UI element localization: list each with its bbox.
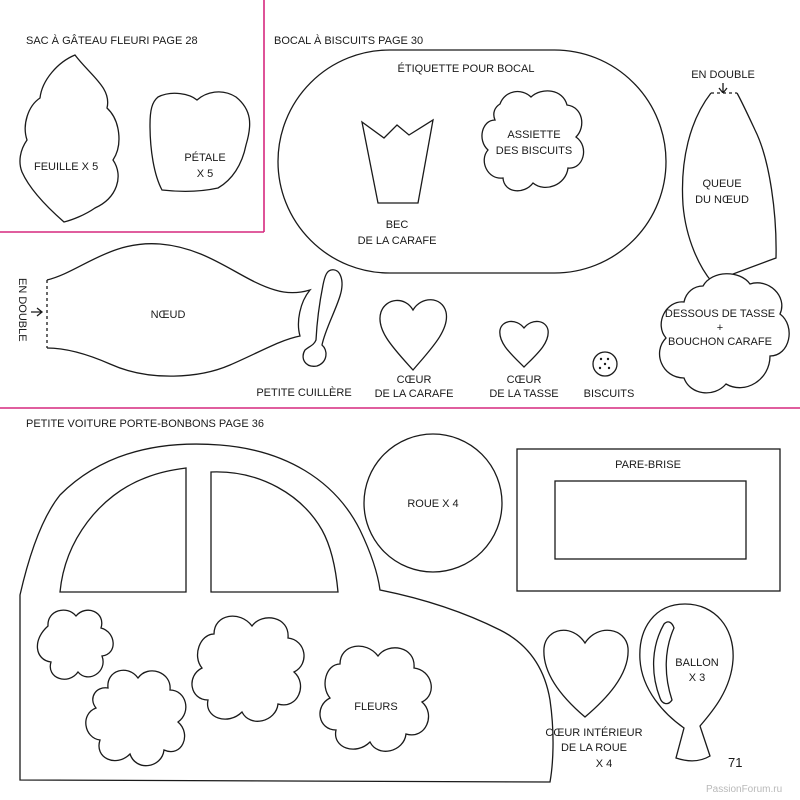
saucer-label-line-3: BOUCHON CARAFE bbox=[668, 336, 772, 348]
wheel-shape bbox=[363, 433, 503, 573]
flower-4-shape bbox=[319, 645, 432, 752]
bow-tail-double-label: EN DOUBLE bbox=[691, 69, 755, 81]
page-number: 71 bbox=[728, 755, 742, 770]
carafe-spout-shape bbox=[361, 118, 434, 204]
carafe-heart-shape bbox=[379, 299, 448, 371]
balloon-shape bbox=[639, 603, 734, 762]
petal-label-line-1: PÉTALE bbox=[184, 151, 225, 164]
biscuits-icon bbox=[592, 351, 618, 377]
section-title-jar: BOCAL À BISCUITS PAGE 30 bbox=[274, 34, 423, 47]
carafe-spout-label-line-2: DE LA CARAFE bbox=[358, 235, 437, 247]
biscuits-label: BISCUITS bbox=[584, 388, 635, 400]
jar-label-text: ÉTIQUETTE POUR BOCAL bbox=[398, 62, 535, 75]
spoon-shape bbox=[302, 269, 343, 367]
jar-label-shape bbox=[277, 49, 667, 274]
section-title-car: PETITE VOITURE PORTE-BONBONS PAGE 36 bbox=[26, 418, 264, 430]
windshield-inner-shape bbox=[554, 480, 747, 560]
flower-3-shape bbox=[191, 615, 305, 722]
saucer-label-line-2: + bbox=[717, 322, 723, 334]
section-title-cake-bag: SAC À GÂTEAU FLEURI PAGE 28 bbox=[26, 34, 198, 47]
windshield-label: PARE-BRISE bbox=[615, 459, 681, 471]
saucer-label-line-1: DESSOUS DE TASSE bbox=[665, 308, 775, 320]
spoon-label: PETITE CUILLÈRE bbox=[256, 386, 351, 399]
flower-2-shape bbox=[85, 669, 187, 767]
balloon-label-line-2: X 3 bbox=[689, 672, 706, 684]
carafe-spout-label-line-1: BEC bbox=[386, 219, 409, 231]
flower-1-shape bbox=[36, 609, 114, 680]
biscuit-plate-shape bbox=[481, 90, 585, 192]
double-arrow-icon bbox=[718, 83, 728, 95]
bow-double-label: EN DOUBLE bbox=[16, 278, 28, 342]
wheel-heart-label-line-1: CŒUR INTÉRIEUR bbox=[545, 726, 642, 739]
petal-label-line-2: X 5 bbox=[197, 168, 214, 180]
bow-tail-label-line-2: DU NŒUD bbox=[695, 194, 749, 206]
petal-shape bbox=[149, 91, 251, 192]
bow-tail-shape bbox=[681, 92, 777, 283]
wheel-label: ROUE X 4 bbox=[407, 498, 458, 510]
flowers-label: FLEURS bbox=[354, 701, 397, 713]
carafe-heart-label-line-1: CŒUR bbox=[397, 374, 432, 386]
balloon-highlight-shape bbox=[652, 621, 675, 705]
bow-tail-label-line-1: QUEUE bbox=[702, 178, 741, 190]
biscuit-plate-label-line-1: ASSIETTE bbox=[507, 129, 560, 141]
car-front-window-shape bbox=[210, 471, 339, 593]
car-rear-window-shape bbox=[59, 467, 187, 593]
biscuit-plate-label-line-2: DES BISCUITS bbox=[496, 145, 572, 157]
cup-heart-label-line-1: CŒUR bbox=[507, 374, 542, 386]
balloon-label-line-1: BALLON bbox=[675, 657, 718, 669]
cup-heart-label-line-2: DE LA TASSE bbox=[489, 388, 558, 400]
leaf-shape bbox=[19, 54, 120, 223]
bow-shape bbox=[46, 243, 312, 377]
leaf-label: FEUILLE X 5 bbox=[34, 161, 98, 173]
cup-heart-shape bbox=[499, 320, 549, 368]
section-dividers bbox=[0, 0, 800, 409]
wheel-heart-label-line-2: DE LA ROUE bbox=[561, 742, 627, 754]
watermark: PassionForum.ru bbox=[706, 784, 782, 795]
wheel-heart-shape bbox=[543, 629, 629, 718]
wheel-heart-label-line-3: X 4 bbox=[596, 758, 613, 770]
bow-label: NŒUD bbox=[151, 309, 186, 321]
saucer-stopper-shape bbox=[658, 273, 790, 394]
carafe-heart-label-line-2: DE LA CARAFE bbox=[375, 388, 454, 400]
double-arrow-side-icon bbox=[31, 307, 44, 317]
